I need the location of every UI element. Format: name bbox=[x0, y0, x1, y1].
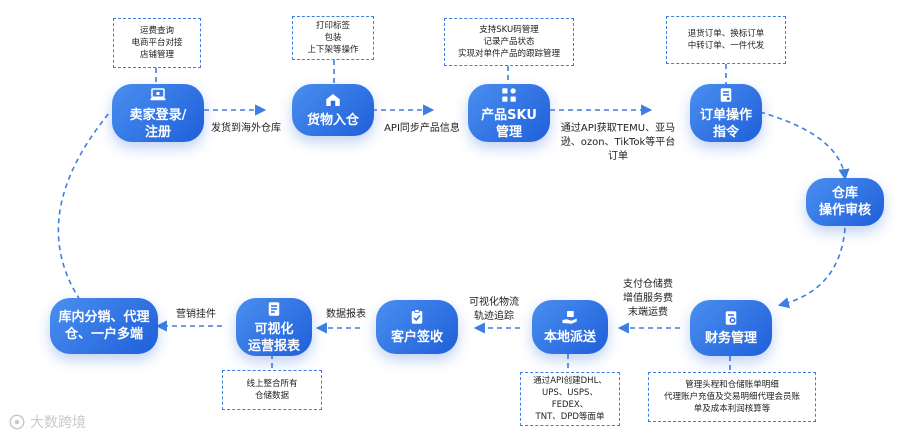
ledger-icon bbox=[725, 311, 737, 325]
warehouse-icon bbox=[326, 94, 340, 106]
edge-visual-logistics: 可视化物流 轨迹追踪 bbox=[469, 297, 519, 322]
node-goods-inbound-label: 货物入仓 bbox=[306, 113, 359, 128]
node-finance-label: 财务管理 bbox=[704, 331, 757, 346]
node-seller-login-label: 卖家登录/ 注册 bbox=[129, 107, 187, 140]
node-visual-reports: 可视化 运营报表 bbox=[236, 298, 312, 356]
delivery-hand-icon bbox=[562, 311, 577, 324]
edge-data-reports: 数据报表 bbox=[326, 309, 366, 320]
node-warehouse-review: 仓库 操作审核 bbox=[806, 178, 884, 226]
node-visual-reports-label: 可视化 运营报表 bbox=[247, 321, 300, 354]
node-warehouse-review-label: 仓库 操作审核 bbox=[818, 186, 871, 218]
node-finance: 财务管理 bbox=[690, 300, 772, 356]
note-goods-inbound: 打印标签 包装 上下架等操作 bbox=[292, 16, 374, 60]
node-customer-sign: 客户签收 bbox=[376, 300, 458, 354]
note-product-sku: 支持SKU码管理 记录产品状态 实现对单件产品的跟踪管理 bbox=[444, 18, 574, 66]
node-product-sku: 产品SKU 管理 bbox=[468, 84, 550, 142]
note-finance: 管理头程和仓储账单明细 代理账户充值及交易明细代理会员账 单及成本利润核算等 bbox=[648, 372, 816, 422]
order-document-icon bbox=[720, 87, 732, 102]
node-customer-sign-label: 客户签收 bbox=[390, 330, 443, 345]
node-distribution-label: 库内分销、代理 仓、一户多端 bbox=[58, 310, 150, 342]
arc-distribution-to-login bbox=[57, 111, 111, 301]
node-seller-login: 卖家登录/ 注册 bbox=[112, 84, 204, 142]
edge-storage-fees: 支付仓储费 增值服务费 末端运费 bbox=[623, 279, 673, 318]
node-local-delivery-label: 本地派送 bbox=[543, 330, 596, 345]
grid-blocks-icon bbox=[502, 87, 516, 102]
note-visual-reports: 线上整合所有 仓储数据 bbox=[222, 370, 322, 410]
report-icon bbox=[268, 301, 280, 316]
edge-api-sync: API同步产品信息 bbox=[384, 123, 460, 134]
watermark-logo-icon bbox=[9, 414, 25, 430]
note-seller-login: 运费查询 电商平台对接 店铺管理 bbox=[113, 18, 201, 68]
arc-order-to-review bbox=[759, 111, 850, 181]
edge-marketing-plugin: 营销挂件 bbox=[176, 309, 216, 320]
node-product-sku-label: 产品SKU 管理 bbox=[481, 107, 537, 140]
watermark-text: 大数跨境 bbox=[30, 415, 86, 431]
edge-fetch-orders: 通过API获取TEMU、亚马 逊、ozon、TikTok等平台 订单 bbox=[560, 123, 676, 162]
node-order-ops: 订单操作 指令 bbox=[690, 84, 762, 142]
edge-ship-overseas: 发货到海外仓库 bbox=[211, 123, 281, 134]
node-order-ops-label: 订单操作 指令 bbox=[699, 107, 752, 140]
note-local-delivery: 通过API创建DHL、 UPS、USPS、FEDEX、 TNT、DPD等面单 bbox=[520, 372, 620, 426]
arc-review-to-finance bbox=[777, 227, 846, 309]
node-goods-inbound: 货物入仓 bbox=[292, 84, 374, 136]
watermark: 大数跨境 bbox=[8, 412, 86, 432]
node-distribution: 库内分销、代理 仓、一户多端 bbox=[50, 298, 158, 354]
node-local-delivery: 本地派送 bbox=[532, 300, 608, 354]
laptop-lock-icon bbox=[150, 87, 166, 100]
clipboard-check-icon bbox=[411, 309, 423, 324]
note-order-ops: 退货订单、换标订单 中转订单、一件代发 bbox=[666, 16, 786, 64]
